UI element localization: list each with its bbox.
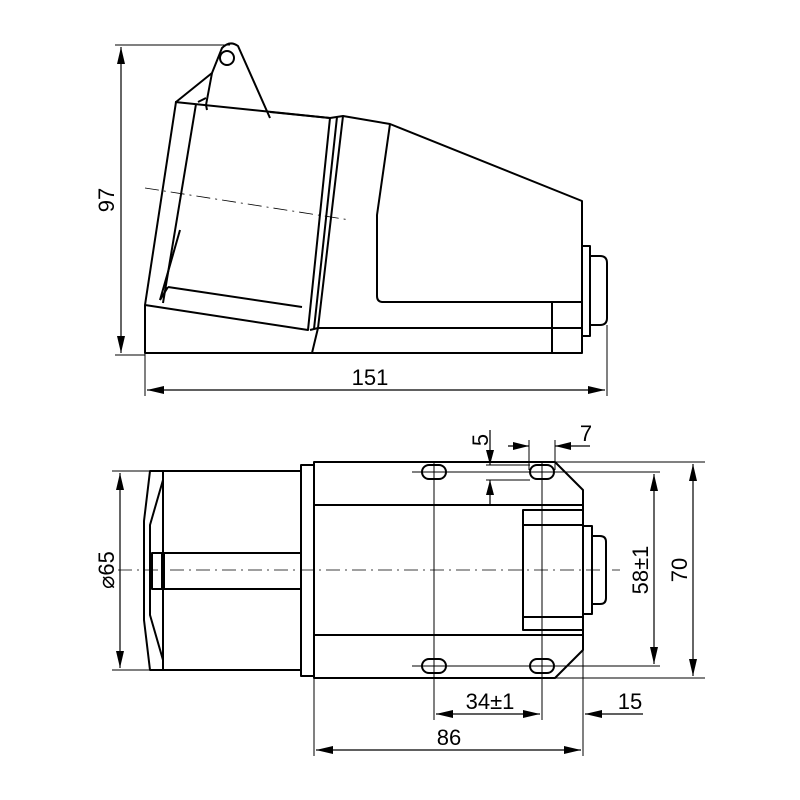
dimension-edge-offset: 15 bbox=[582, 650, 643, 756]
dim-slot-length-label: 7 bbox=[580, 421, 592, 446]
cap bbox=[143, 464, 315, 677]
dimension-slot-width: 5 bbox=[468, 430, 530, 505]
dim-slot-width-label: 5 bbox=[468, 434, 493, 446]
collar bbox=[309, 115, 344, 331]
housing bbox=[144, 115, 583, 354]
mounting-slots bbox=[421, 464, 555, 674]
dimension-slot-length: 7 bbox=[508, 421, 592, 470]
dim-edge-offset-label: 15 bbox=[618, 689, 642, 714]
side-view: 97 151 bbox=[94, 42, 608, 396]
dim-hole-spacing-horizontal-label: 34±1 bbox=[466, 689, 515, 714]
dimension-hole-spacing-horizontal: 34±1 bbox=[436, 689, 540, 718]
dim-length-label: 151 bbox=[352, 365, 389, 390]
dimension-height: 97 bbox=[94, 44, 230, 356]
center-line bbox=[144, 187, 351, 221]
hinge-lug bbox=[175, 42, 271, 119]
dim-diameter-label: ⌀65 bbox=[94, 551, 119, 589]
dim-hole-spacing-vertical-label: 58±1 bbox=[628, 546, 653, 595]
dimension-length: 151 bbox=[144, 325, 608, 396]
dim-body-length-label: 86 bbox=[437, 725, 461, 750]
dimension-diameter: ⌀65 bbox=[94, 470, 150, 671]
cable-gland bbox=[581, 245, 608, 337]
dimension-body-length: 86 bbox=[313, 678, 581, 756]
dimension-hole-spacing-vertical: 58±1 bbox=[628, 474, 658, 664]
dimension-overall-width: 70 bbox=[555, 461, 705, 679]
dim-height-label: 97 bbox=[94, 188, 119, 212]
dim-overall-width-label: 70 bbox=[667, 558, 692, 582]
lid bbox=[144, 101, 331, 331]
top-view: ⌀65 5 7 58±1 bbox=[94, 421, 705, 756]
